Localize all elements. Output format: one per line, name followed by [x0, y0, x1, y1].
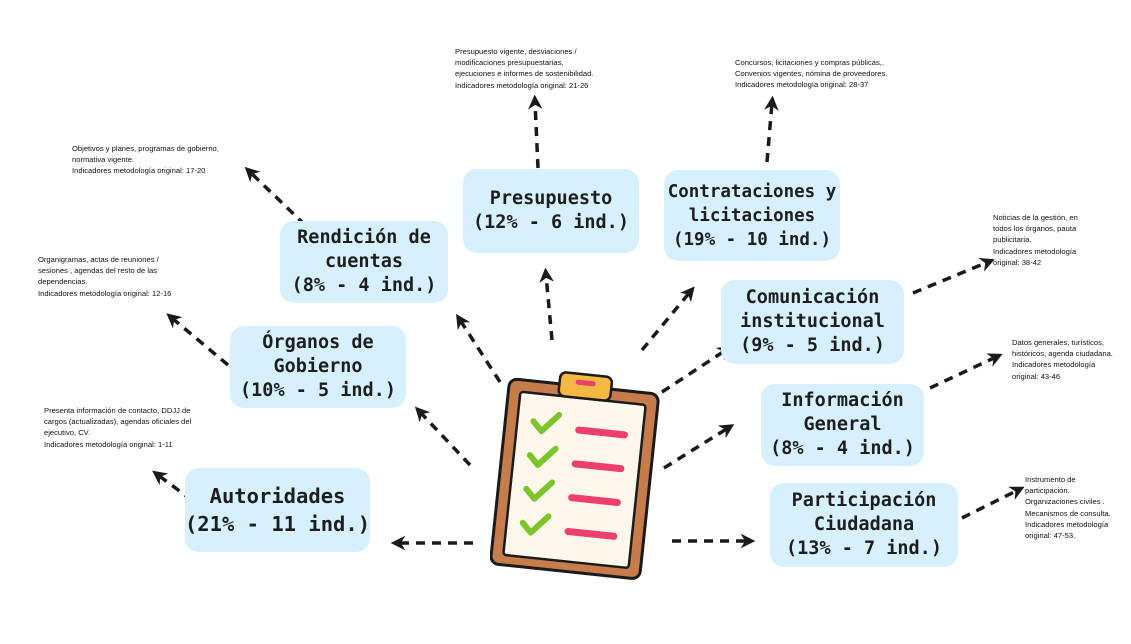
arrow-to-desc-rendicion: [244, 166, 307, 227]
desc-rendicion: Objetivos y planes, programas de gobiern…: [72, 143, 219, 177]
box-comunicacion: Comunicación institucional (9% - 5 ind.): [721, 280, 904, 364]
desc-autoridades: Presenta información de contacto, DDJJ d…: [44, 405, 191, 450]
desc-rendicion-line-1: Objetivos y planes, programas de gobiern…: [72, 144, 219, 153]
desc-presupuesto-line-1: Presupuesto vigente, desviaciones /: [455, 47, 577, 56]
box-comunicacion-line-1: Comunicación: [745, 287, 880, 308]
desc-autoridades-line-1: Presenta información de contacto, DDJJ d…: [44, 406, 191, 415]
box-informacion-line-2: General: [803, 414, 882, 435]
desc-autoridades-line-3: ejecutivo, CV.: [44, 428, 91, 438]
arrow-to-desc-autoridades: [152, 470, 207, 512]
box-participacion-line-2: Ciudadana: [813, 514, 915, 535]
desc-organos-line-4: Indicadores metodología original: 12-16: [38, 288, 172, 298]
box-informacion: Información General (8% - 4 ind.): [761, 384, 924, 466]
arrow-to-desc-comunicacion: [912, 258, 995, 295]
desc-informacion-line-2: históricos, agenda ciudadana.: [1012, 349, 1113, 359]
box-informacion-line-3: (8% - 4 ind.): [770, 438, 915, 459]
arrow-to-presupuesto: [539, 267, 554, 341]
desc-comunicacion-line-2: todos los órganos, pauta: [993, 224, 1077, 234]
desc-contrataciones: Concursos, licitaciones y compras públic…: [735, 57, 887, 91]
arrow-to-desc-participacion: [961, 486, 1025, 520]
desc-organos-line-2: sesiones , agendas del resto de las: [38, 266, 158, 276]
box-organos-line-3: (10% - 5 ind.): [240, 380, 396, 401]
box-participacion: Participación Ciudadana (13% - 7 ind.): [770, 483, 958, 567]
box-contrataciones-line-1: Contrataciones y: [667, 181, 837, 202]
arrow-to-desc-contrataciones: [764, 95, 779, 163]
desc-informacion-line-1: Datos generales, turísticos,: [1012, 338, 1105, 347]
desc-participacion-line-4: Mecanismos de consulta.: [1025, 508, 1111, 518]
desc-rendicion-line-3: Indicadores metodología original: 17-20: [72, 166, 206, 176]
desc-participacion-line-3: Organizaciones civiles .: [1025, 497, 1105, 507]
box-presupuesto-line-2: (12% - 6 ind.): [473, 212, 629, 233]
box-rendicion-line-3: (8% - 4 ind.): [291, 275, 437, 296]
desc-presupuesto-line-2: modificaciones presupuestarias,: [455, 58, 564, 68]
desc-contrataciones-line-1: Concursos, licitaciones y compras públic…: [735, 58, 884, 67]
clipboard-checklist-icon: [490, 371, 660, 580]
desc-comunicacion: Noticias de la gestión, en todos los órg…: [993, 212, 1078, 268]
desc-participacion: Instrumento de participación. Organizaci…: [1025, 474, 1111, 541]
box-comunicacion-line-2: institucional: [740, 311, 885, 332]
desc-informacion-line-3: Indicadores metodología: [1012, 360, 1096, 370]
box-rendicion: Rendición de cuentas (8% - 4 ind.): [280, 221, 448, 303]
arrow-to-rendicion: [456, 313, 502, 383]
desc-organos: Organigramas, actas de reuniones / sesio…: [38, 254, 171, 299]
desc-comunicacion-line-1: Noticias de la gestión, en: [993, 213, 1078, 222]
box-autoridades-line-1: Autoridades: [209, 484, 346, 508]
box-rendicion-line-2: cuentas: [325, 251, 403, 272]
desc-comunicacion-line-5: original: 38-42: [993, 257, 1042, 267]
desc-informacion-line-4: original: 43-46: [1012, 371, 1061, 381]
desc-presupuesto-line-3: ejecuciones e informes de sostenibilidad…: [455, 69, 594, 79]
box-rendicion-line-1: Rendición de: [297, 227, 431, 248]
arrow-to-desc-organos: [166, 313, 230, 367]
box-contrataciones-line-2: licitaciones: [688, 205, 816, 226]
arrow-to-desc-presupuesto: [527, 94, 543, 169]
desc-comunicacion-line-4: Indicadores metodología: [993, 246, 1077, 256]
box-autoridades: Autoridades (21% - 11 ind.): [185, 468, 370, 552]
box-comunicacion-line-3: (9% - 5 ind.): [740, 335, 885, 356]
box-organos-line-1: Órganos de: [262, 332, 374, 353]
desc-autoridades-line-2: cargos (actualizadas), agendas oficiales…: [44, 417, 192, 427]
box-autoridades-line-2: (21% - 11 ind.): [184, 512, 371, 536]
desc-participacion-line-6: original: 47-53.: [1025, 531, 1076, 541]
desc-autoridades-line-4: Indicadores metodología original: 1-11: [44, 439, 173, 449]
desc-contrataciones-line-2: Convenios vigentes, nómina de proveedore…: [735, 69, 888, 79]
box-participacion-line-1: Participación: [791, 490, 937, 511]
box-contrataciones: Contrataciones y licitaciones (19% - 10 …: [664, 170, 840, 261]
desc-presupuesto-line-4: Indicadores metodología original: 21-26: [455, 80, 589, 90]
arrow-to-informacion: [663, 424, 735, 470]
arrow-to-comunicacion: [661, 345, 733, 394]
box-informacion-line-1: Información: [781, 390, 904, 411]
arrow-to-desc-informacion: [929, 353, 1003, 390]
desc-rendicion-line-2: normativa vigente.: [72, 155, 135, 165]
desc-organos-line-1: Organigramas, actas de reuniones /: [38, 255, 159, 264]
box-participacion-line-3: (13% - 7 ind.): [786, 538, 942, 559]
box-contrataciones-line-3: (19% - 10 ind.): [672, 229, 832, 250]
desc-organos-line-3: dependencias.: [38, 277, 88, 287]
box-presupuesto: Presupuesto (12% - 6 ind.): [463, 169, 639, 253]
desc-informacion: Datos generales, turísticos, históricos,…: [1012, 337, 1113, 382]
desc-contrataciones-line-3: Indicadores metodología original: 28-37: [735, 80, 869, 90]
desc-comunicacion-line-3: publicitaria.: [993, 235, 1032, 245]
arrow-to-organos: [414, 406, 472, 467]
desc-presupuesto: Presupuesto vigente, desviaciones / modi…: [455, 46, 593, 91]
box-presupuesto-line-1: Presupuesto: [489, 188, 613, 209]
box-organos-line-2: Gobierno: [273, 356, 363, 377]
arrow-to-contrataciones: [640, 286, 695, 352]
desc-participacion-line-5: Indicadores metodología: [1025, 519, 1109, 529]
desc-participacion-line-1: Instrumento de: [1025, 475, 1076, 484]
box-organos: Órganos de Gobierno (10% - 5 ind.): [230, 326, 406, 408]
desc-participacion-line-2: participación.: [1025, 486, 1070, 496]
